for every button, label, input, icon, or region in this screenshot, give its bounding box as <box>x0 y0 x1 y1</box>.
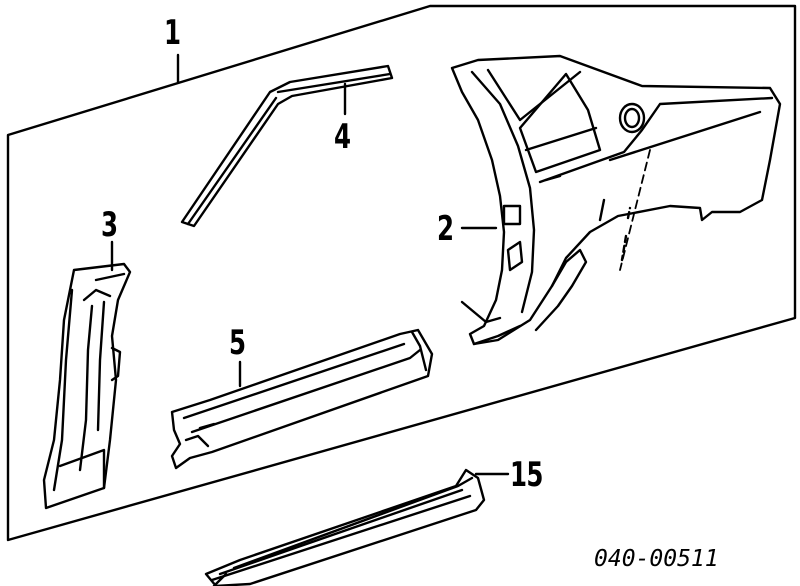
reference-code: 040-00511 <box>594 546 719 572</box>
sill-plate-part <box>204 468 486 586</box>
callout-5-label: 5 <box>229 323 246 363</box>
center-pillar-part <box>42 262 132 510</box>
rocker-panel-part <box>170 328 434 470</box>
callout-4-label: 4 <box>334 117 351 157</box>
callout-3-label: 3 <box>101 205 118 245</box>
callout-2-label: 2 <box>437 209 454 249</box>
assembly-boundary <box>6 4 797 542</box>
roof-rail-part <box>180 64 394 228</box>
callout-15-label: 15 <box>510 455 543 495</box>
quarter-panel-part <box>450 54 782 346</box>
callout-1-label: 1 <box>164 13 181 53</box>
